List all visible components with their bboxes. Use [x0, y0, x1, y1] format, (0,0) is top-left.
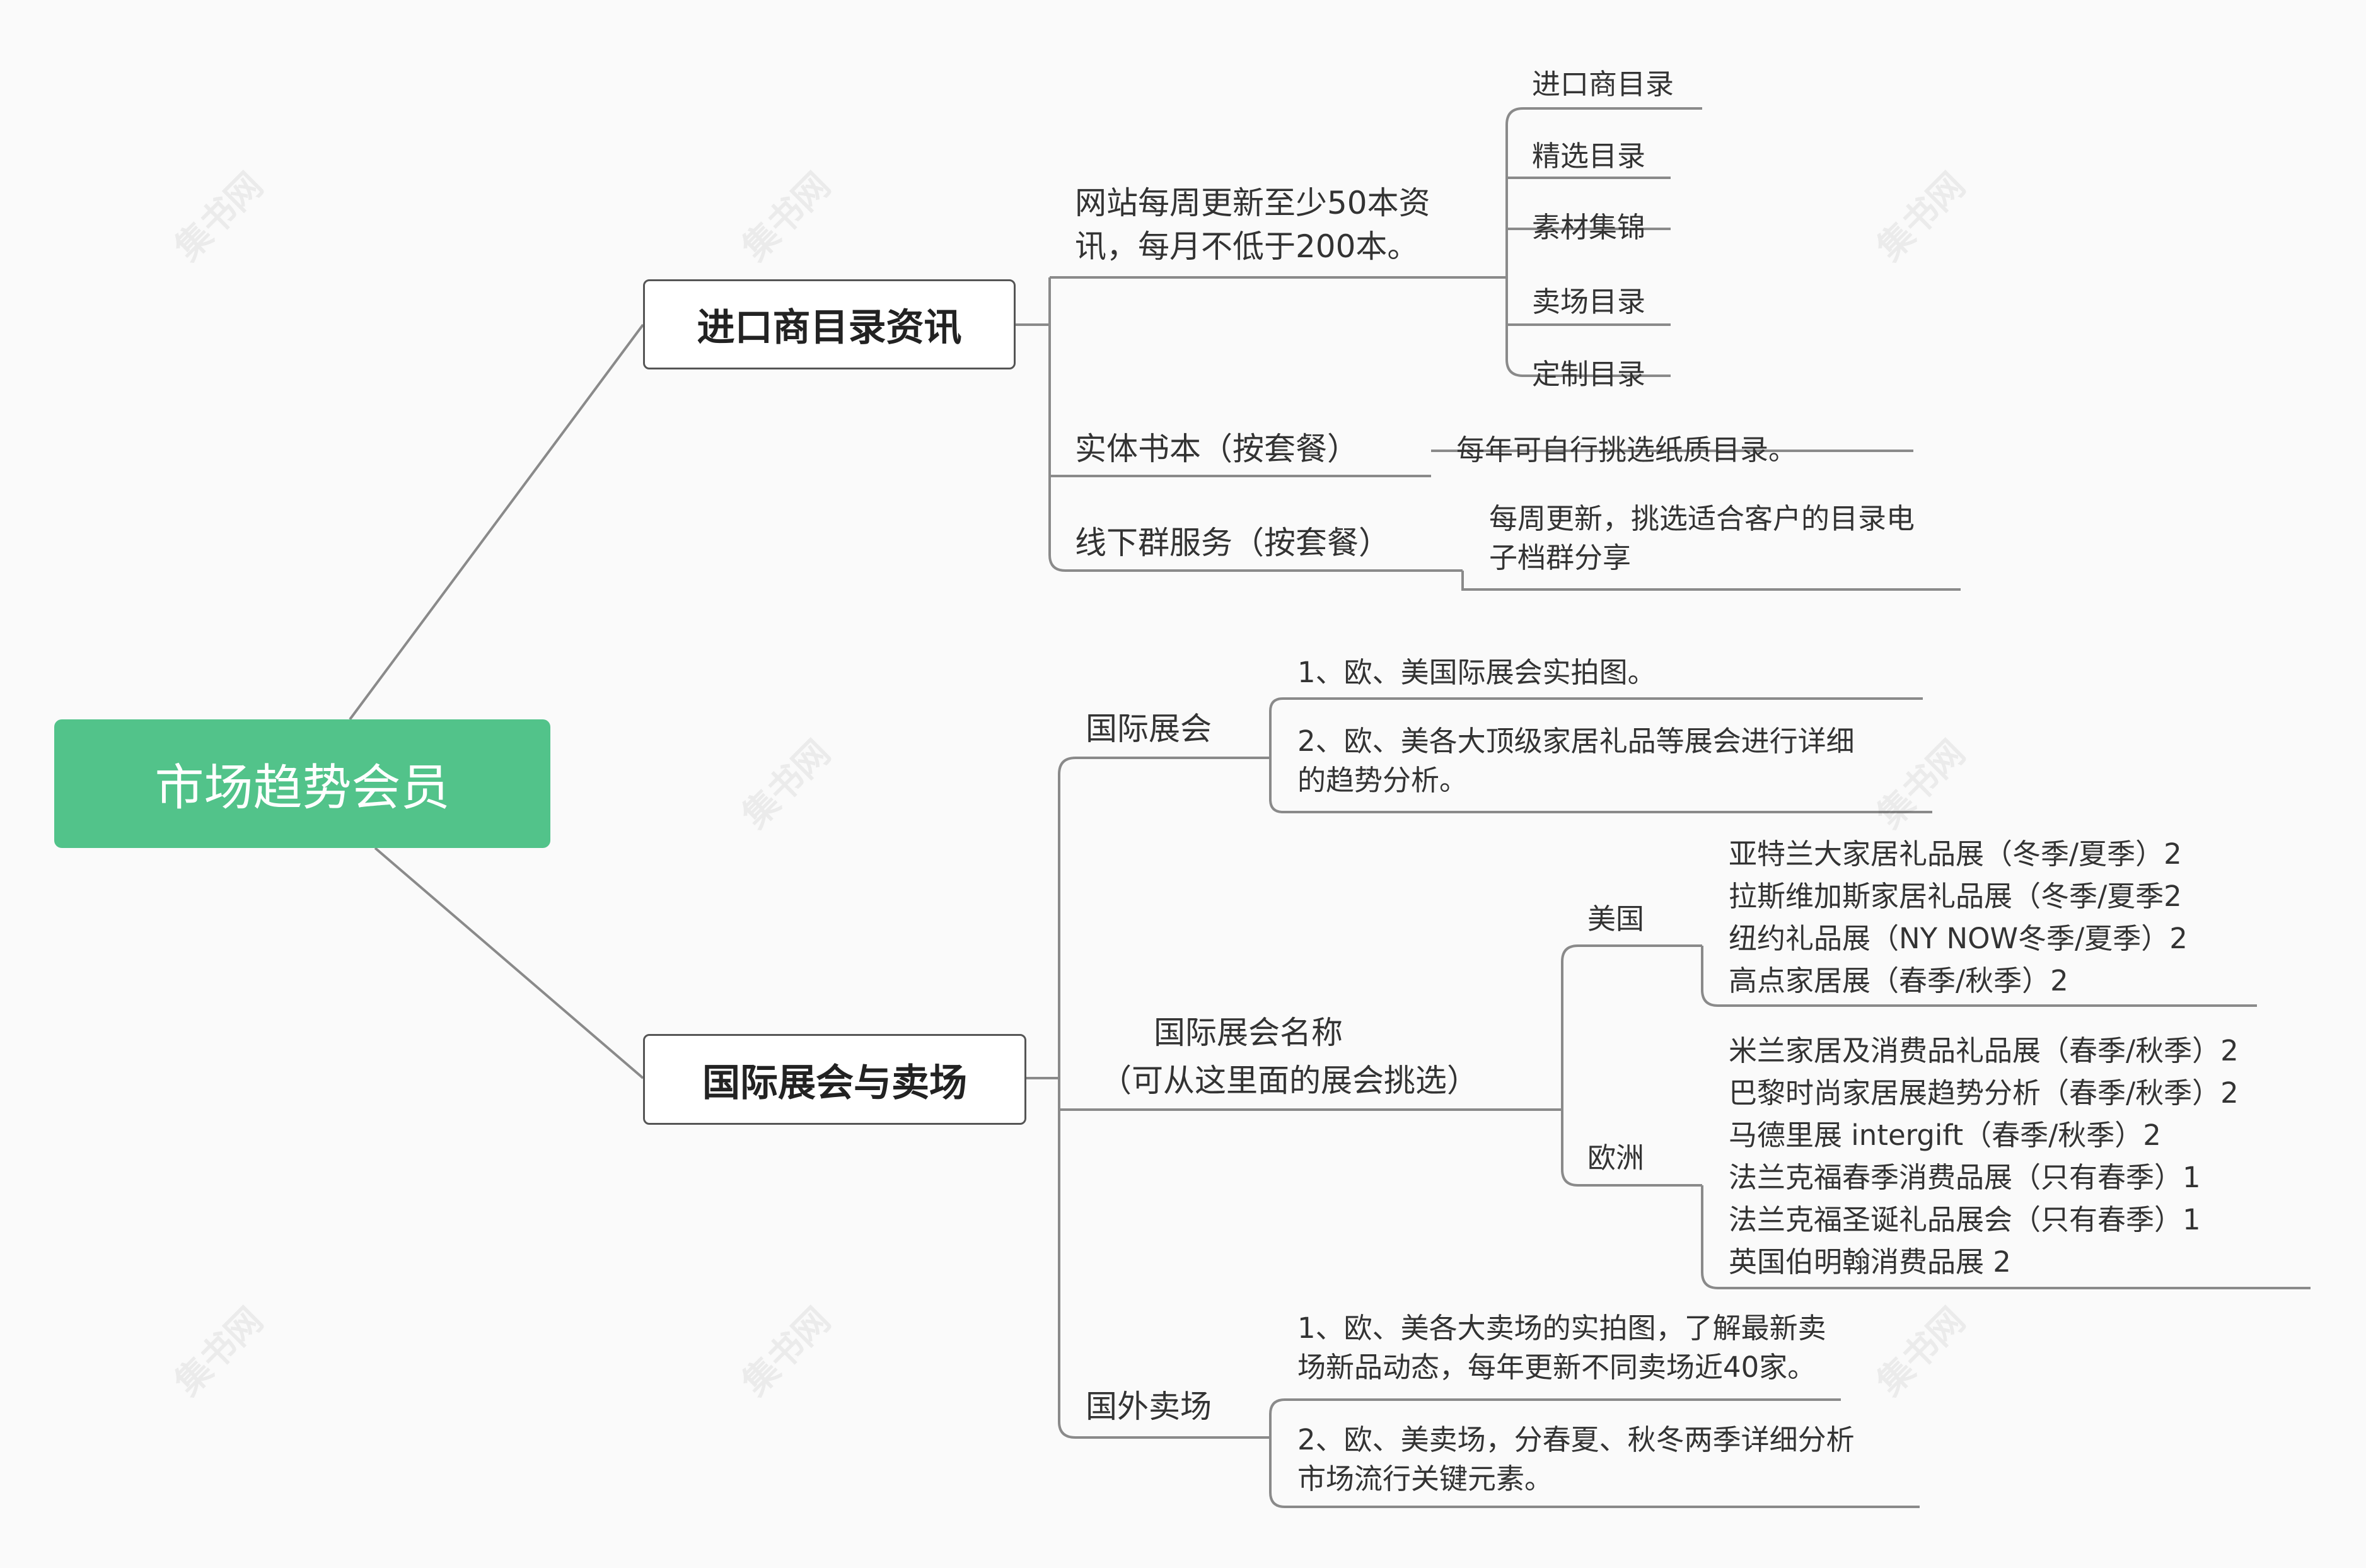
- usa-expo-item[interactable]: 纽约礼品展（NY NOW冬季/夏季）2: [1729, 922, 2188, 955]
- catalog-item[interactable]: 进口商目录: [1532, 67, 1674, 101]
- mall-item-line-2: 市场流行关键元素。: [1297, 1462, 1553, 1496]
- expo-names-subtitle: （可从这里面的展会挑选）: [1100, 1062, 1478, 1099]
- offline-group-note[interactable]: 每周更新，挑选适合客户的目录电 子档群分享: [1489, 499, 1915, 578]
- offline-group-note-line-2: 子档群分享: [1489, 541, 1632, 575]
- usa-expo-item[interactable]: 高点家居展（春季/秋季）2: [1729, 964, 2068, 997]
- mall-item[interactable]: 2、欧、美卖场，分春夏、秋冬两季详细分析 市场流行关键元素。: [1297, 1420, 1855, 1499]
- expo-item-line-2: 的趋势分析。: [1297, 764, 1468, 798]
- web-update-line-2: 讯，每月不低于200本。: [1075, 228, 1419, 265]
- europe-expo-item[interactable]: 米兰家居及消费品礼品展（春季/秋季）2: [1729, 1034, 2239, 1067]
- foreign-malls-node[interactable]: 国外卖场: [1086, 1388, 1212, 1425]
- mall-item-line-1: 2、欧、美卖场，分春夏、秋冬两季详细分析: [1297, 1423, 1855, 1456]
- europe-expo-item[interactable]: 英国伯明翰消费品展 2: [1729, 1245, 2011, 1279]
- europe-expo-item[interactable]: 法兰克福春季消费品展（只有春季）1: [1729, 1161, 2201, 1194]
- root-node[interactable]: 市场趋势会员: [54, 719, 550, 848]
- root-to-branch1-line: [349, 323, 644, 721]
- mall-item-line-1: 1、欧、美各大卖场的实拍图，了解最新卖: [1297, 1311, 1826, 1345]
- physical-book-note[interactable]: 每年可自行挑选纸质目录。: [1456, 433, 1797, 467]
- offline-group-node[interactable]: 线下群服务（按套餐）: [1075, 525, 1390, 561]
- intl-expo-node[interactable]: 国际展会: [1086, 711, 1212, 747]
- europe-expo-item[interactable]: 巴黎时尚家居展趋势分析（春季/秋季）2: [1729, 1076, 2239, 1110]
- catalog-item[interactable]: 素材集锦: [1532, 211, 1646, 244]
- expo-item-line-1: 2、欧、美各大顶级家居礼品等展会进行详细: [1297, 724, 1855, 758]
- branch-expo-and-malls[interactable]: 国际展会与卖场: [643, 1034, 1026, 1125]
- expo-item[interactable]: 1、欧、美国际展会实拍图。: [1297, 656, 1656, 689]
- catalog-item[interactable]: 定制目录: [1532, 357, 1646, 391]
- catalog-item[interactable]: 卖场目录: [1532, 285, 1646, 318]
- europe-expo-item[interactable]: 法兰克福圣诞礼品展会（只有春季）1: [1729, 1203, 2201, 1236]
- usa-expo-item[interactable]: 拉斯维加斯家居礼品展（冬季/夏季2: [1729, 880, 2182, 913]
- mall-item-line-2: 场新品动态，每年更新不同卖场近40家。: [1297, 1350, 1816, 1385]
- europe-expo-list: 米兰家居及消费品礼品展（春季/秋季）2 巴黎时尚家居展趋势分析（春季/秋季）2 …: [1729, 1030, 2239, 1283]
- expo-item[interactable]: 2、欧、美各大顶级家居礼品等展会进行详细 的趋势分析。: [1297, 722, 1855, 800]
- expo-names-node[interactable]: 国际展会名称: [1103, 1011, 1393, 1055]
- europe-expo-item[interactable]: 马德里展 intergift（春季/秋季）2: [1729, 1118, 2161, 1152]
- usa-node[interactable]: 美国: [1587, 902, 1645, 936]
- mall-item[interactable]: 1、欧、美各大卖场的实拍图，了解最新卖 场新品动态，每年更新不同卖场近40家。: [1297, 1309, 1826, 1387]
- web-update-line-1: 网站每周更新至少50本资: [1075, 185, 1430, 221]
- root-to-branch2-line: [374, 847, 644, 1079]
- usa-expo-list: 亚特兰大家居礼品展（冬季/夏季）2 拉斯维加斯家居礼品展（冬季/夏季2 纽约礼品…: [1729, 833, 2188, 1002]
- offline-group-note-line-1: 每周更新，挑选适合客户的目录电: [1489, 502, 1915, 535]
- branch-importer-catalog[interactable]: 进口商目录资讯: [643, 279, 1016, 369]
- expo-names-line-1: 国际展会名称: [1154, 1014, 1343, 1051]
- europe-node[interactable]: 欧洲: [1587, 1141, 1645, 1175]
- usa-expo-item[interactable]: 亚特兰大家居礼品展（冬季/夏季）2: [1729, 837, 2182, 871]
- web-update-node[interactable]: 网站每周更新至少50本资 讯，每月不低于200本。: [1075, 182, 1430, 269]
- physical-book-node[interactable]: 实体书本（按套餐）: [1075, 431, 1359, 467]
- catalog-item[interactable]: 精选目录: [1532, 139, 1646, 173]
